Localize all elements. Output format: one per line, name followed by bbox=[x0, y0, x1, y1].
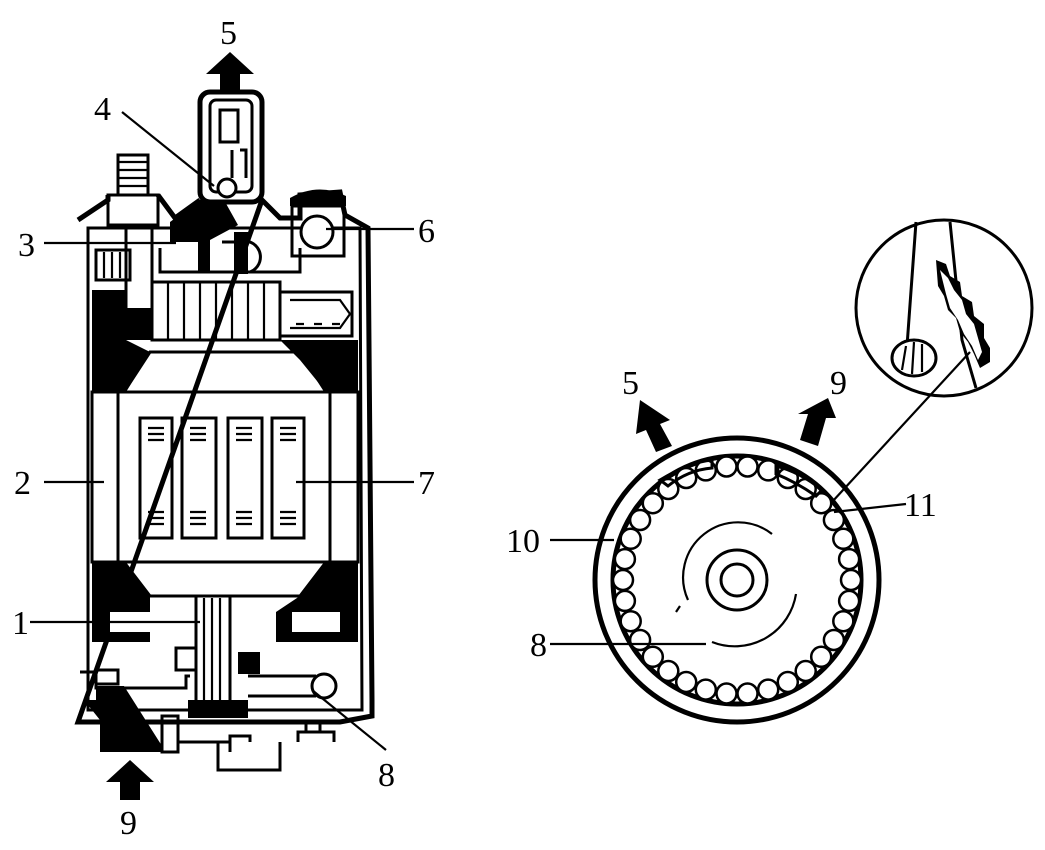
impeller-tooth bbox=[694, 678, 718, 701]
impeller-tooth bbox=[736, 455, 759, 478]
upper-magnet-right bbox=[280, 340, 358, 392]
impeller-tooth bbox=[613, 589, 637, 613]
impeller-tooth bbox=[776, 670, 800, 694]
impeller-tooth bbox=[628, 628, 652, 652]
label-1: 1 bbox=[12, 605, 29, 642]
impeller-tooth bbox=[674, 670, 698, 694]
impeller-tooth bbox=[657, 659, 680, 683]
rotation-arc bbox=[682, 521, 773, 601]
impeller-tooth bbox=[619, 609, 642, 633]
impeller-tooth bbox=[837, 589, 861, 613]
impeller-tooth bbox=[809, 491, 833, 515]
impeller-tooth bbox=[837, 547, 861, 571]
pump-ring-outer bbox=[592, 435, 882, 725]
label-2: 2 bbox=[14, 465, 31, 502]
impeller-tooth bbox=[715, 682, 738, 705]
impeller-tooth bbox=[794, 659, 817, 683]
label-9-pump: 9 bbox=[120, 805, 137, 842]
impeller-teeth bbox=[611, 455, 863, 705]
label-9-rotor: 9 bbox=[830, 365, 847, 402]
label-5-rotor: 5 bbox=[622, 365, 639, 402]
inlet-port-slot bbox=[774, 464, 825, 498]
impeller-tooth bbox=[641, 645, 665, 669]
hub-outer bbox=[705, 548, 769, 612]
impeller-tooth bbox=[611, 568, 635, 592]
upper-magnet-left bbox=[92, 290, 150, 392]
stator-magnet bbox=[90, 390, 120, 564]
label-5-pump: 5 bbox=[220, 15, 237, 52]
label-3: 3 bbox=[18, 227, 35, 264]
fuel-pump-cross-section bbox=[30, 52, 414, 800]
pump-leader-lines bbox=[30, 111, 414, 751]
check-valve bbox=[158, 200, 302, 274]
upper-end-cap bbox=[94, 226, 354, 342]
label-7: 7 bbox=[418, 465, 435, 502]
relief-valve bbox=[290, 189, 346, 258]
impeller-end-view bbox=[550, 218, 1034, 725]
outlet-nozzle bbox=[197, 89, 265, 205]
outlet-arrow bbox=[206, 52, 254, 90]
impeller-tooth bbox=[715, 455, 738, 478]
label-8-pump: 8 bbox=[378, 757, 395, 794]
label-8-rotor: 8 bbox=[530, 627, 547, 664]
impeller bbox=[80, 646, 338, 700]
inlet-arrow bbox=[106, 760, 154, 800]
impeller-tooth bbox=[619, 527, 642, 551]
impeller-tooth bbox=[736, 682, 759, 705]
label-10: 10 bbox=[506, 523, 540, 560]
impeller-tooth bbox=[809, 645, 833, 669]
electrical-terminal bbox=[106, 153, 160, 227]
rotor-leader-lines bbox=[550, 502, 907, 646]
label-6: 6 bbox=[418, 213, 435, 250]
impeller-tooth bbox=[832, 527, 855, 551]
impeller-tooth bbox=[641, 491, 665, 515]
outlet-port-slot bbox=[657, 458, 714, 488]
impeller-tooth bbox=[628, 508, 652, 532]
impeller-tooth bbox=[613, 547, 637, 571]
inlet-port bbox=[84, 686, 162, 752]
label-11: 11 bbox=[904, 487, 937, 524]
impeller-tooth bbox=[756, 678, 780, 701]
impeller-tooth bbox=[839, 568, 863, 592]
label-4: 4 bbox=[94, 91, 111, 128]
impeller-tooth bbox=[822, 628, 846, 652]
impeller-tooth bbox=[756, 459, 780, 482]
pump-housing bbox=[74, 189, 375, 725]
shaft bbox=[188, 594, 260, 718]
armature bbox=[116, 350, 332, 598]
hub-inner bbox=[719, 562, 755, 598]
impeller-tooth bbox=[822, 508, 846, 532]
rotor-outlet-arrow bbox=[636, 400, 672, 452]
detail-magnifier bbox=[854, 218, 1034, 398]
rotor-inlet-arrow bbox=[798, 398, 836, 446]
impeller-tooth bbox=[832, 609, 855, 633]
